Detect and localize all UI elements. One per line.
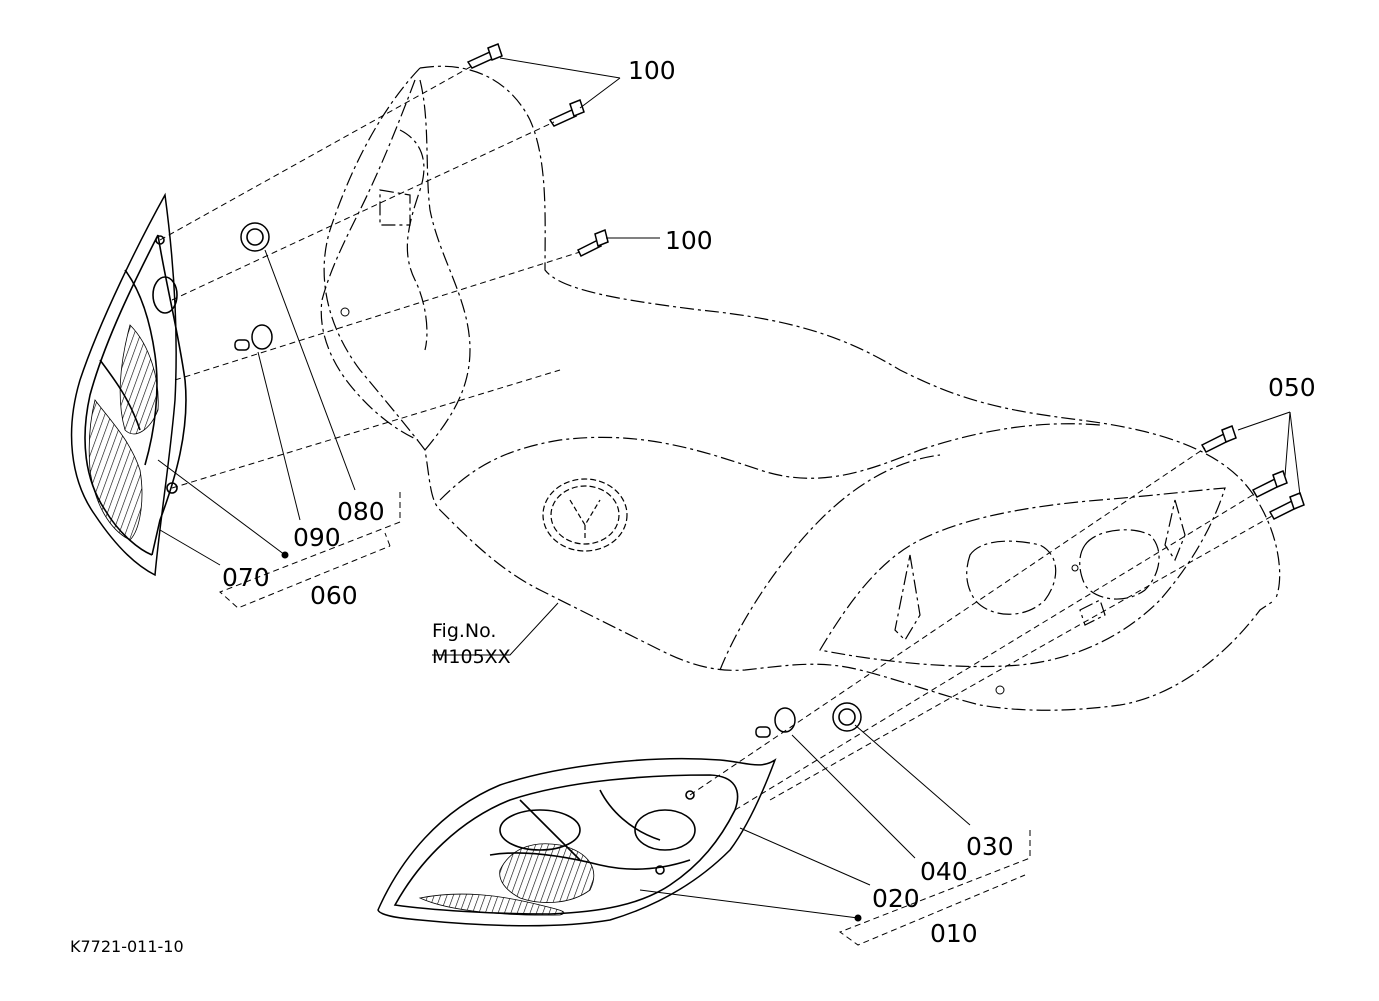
callout-020: 020 [872,884,920,913]
screw-050-b [1251,470,1288,498]
socket-080 [240,222,270,252]
callout-100-top: 100 [628,56,676,85]
callout-060: 060 [310,581,358,610]
callout-070: 070 [222,563,270,592]
figure-ref-label: Fig.No. [432,620,496,642]
figure-ref-number: M105XX [432,646,511,668]
right-lamp-assembly [377,758,777,927]
socket-040 [755,707,796,738]
screw-100-top-a [466,43,503,69]
callout-090: 090 [293,523,341,552]
socket-090 [234,324,273,351]
hood-outline [320,65,1281,711]
assembly-lines [159,57,1301,811]
callout-040: 040 [920,857,968,886]
leader-lines [157,249,1031,946]
screw-050-c [1268,492,1305,520]
left-lamp-assembly [70,192,187,577]
callout-010: 010 [930,919,978,948]
drawing-id: K7721-011-10 [70,937,184,956]
callout-050: 050 [1268,373,1316,402]
screw-050-a [1200,425,1237,453]
screw-100-mid [576,228,609,258]
callout-080: 080 [337,497,385,526]
socket-030 [832,702,862,732]
callout-100-mid: 100 [665,226,713,255]
callout-030: 030 [966,832,1014,861]
screw-100-top-b [548,99,585,127]
